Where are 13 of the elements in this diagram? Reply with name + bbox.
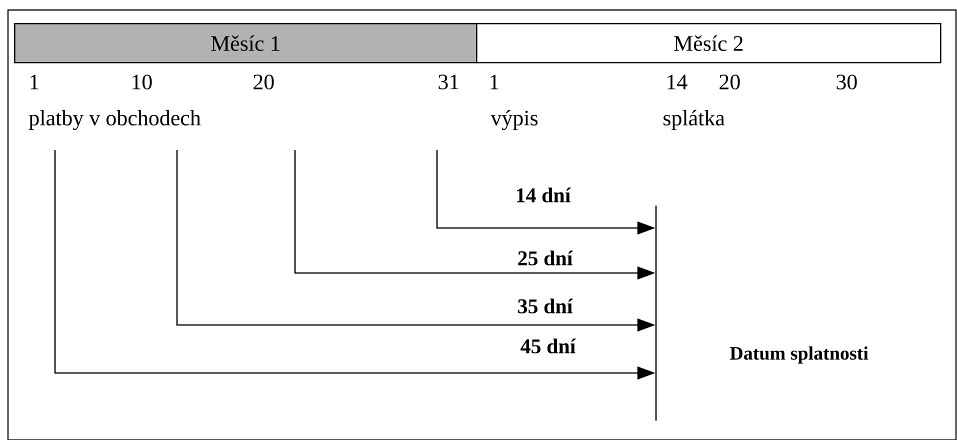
day-number: 1 <box>490 74 498 90</box>
edge-label: 14 dní <box>516 188 571 202</box>
day-number: 31 <box>438 74 458 90</box>
edge-label: 25 dní <box>518 250 573 266</box>
due-date-line <box>655 205 657 422</box>
event-label: platby v obchodech <box>29 110 201 130</box>
month-band: Měsíc 2 <box>476 23 942 64</box>
due-date-label: Datum splatnosti <box>730 346 868 364</box>
month-band: Měsíc 1 <box>14 23 478 64</box>
edge-label: 35 dní <box>518 298 573 314</box>
event-label: splátka <box>664 110 725 130</box>
edge-label: 45 dní <box>520 338 576 354</box>
event-label: výpis <box>490 110 538 130</box>
